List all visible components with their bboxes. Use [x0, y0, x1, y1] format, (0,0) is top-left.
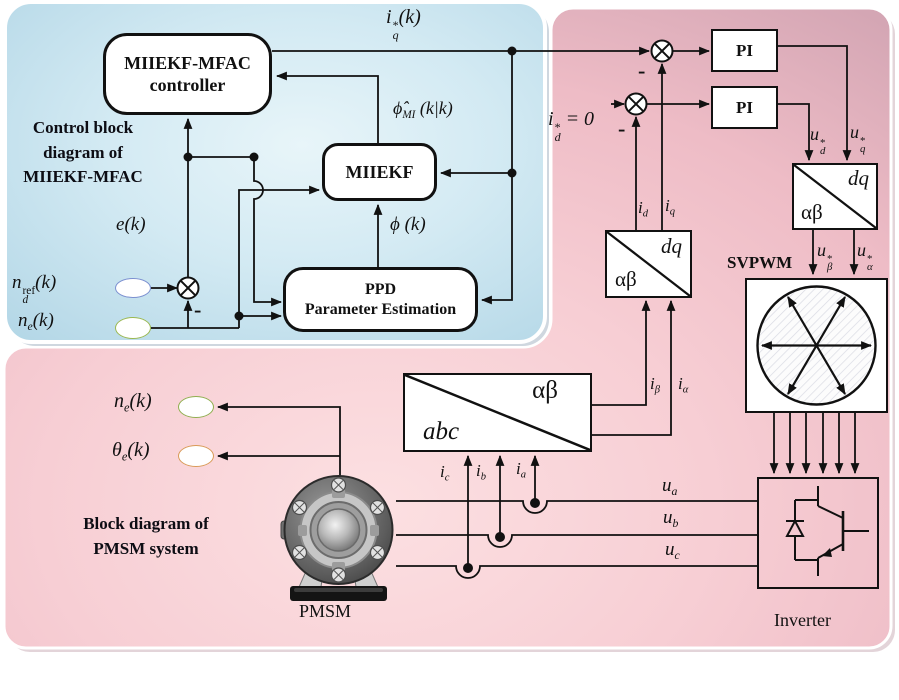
signal-iq-ref: i*q(k)	[386, 6, 421, 42]
pi-current-block: PI	[711, 86, 778, 129]
pi-speed-label: PI	[736, 40, 753, 60]
signal-ud-ref: u*d	[810, 124, 826, 158]
inverse-park-block: dq αβ	[792, 163, 878, 230]
signal-phi-hat: ϕ̂MI (k|k)	[393, 98, 453, 121]
axis-label-dq: dq	[661, 234, 682, 258]
pi-speed-block: PI	[711, 29, 778, 72]
block-diagonal	[794, 165, 876, 228]
pi-current-label: PI	[736, 97, 753, 117]
signal-ialpha: iα	[678, 374, 689, 396]
signal-id: id	[638, 198, 648, 220]
signal-ubeta-ref: u*β	[817, 240, 833, 274]
pmsm-label: PMSM	[299, 601, 352, 621]
signal-ub: ub	[663, 507, 679, 531]
angle-output-port	[178, 445, 214, 467]
caption-line: Control block	[32, 118, 134, 137]
mfac-controller-block: MIIEKF-MFAC controller	[103, 33, 272, 115]
inverter-label: Inverter	[774, 610, 831, 630]
controller-label-line2: controller	[149, 75, 226, 95]
axis-label-alphabeta: αβ	[801, 200, 823, 224]
pmsm-panel	[2, 6, 893, 650]
clarke-block: αβ abc	[403, 373, 592, 452]
speed-ref-port	[115, 278, 151, 298]
plant-panel-caption: Block diagram of PMSM system	[66, 512, 226, 561]
signal-angle-out: θe(k)	[112, 439, 150, 464]
ppd-label-line1: PPD	[364, 280, 397, 298]
miiekf-block: MIIEKF	[322, 143, 437, 201]
minus-sign-iq-junction: -	[638, 58, 646, 83]
signal-speed-out: ne(k)	[114, 390, 152, 415]
signal-phi: ϕ (k)	[390, 214, 426, 235]
minus-sign-speed-junction: -	[194, 297, 202, 322]
ppd-estimator-block: PPD Parameter Estimation	[283, 267, 478, 332]
caption-line: PMSM system	[93, 538, 199, 558]
signal-uc: uc	[665, 539, 680, 563]
axis-label-alphabeta: αβ	[532, 377, 558, 404]
signal-ibeta: iβ	[650, 374, 660, 396]
signal-ua: ua	[662, 475, 678, 499]
park-block: dq αβ	[605, 230, 692, 298]
signal-ualpha-ref: u*α	[857, 240, 873, 274]
controller-label-line1: MIIEKF-MFAC	[124, 52, 251, 73]
axis-label-abc: abc	[423, 418, 460, 445]
control-panel-caption: Control block diagram of MIIEKF-MFAC	[8, 116, 158, 190]
signal-id-ref: i*d = 0	[548, 108, 595, 144]
signal-iq: iq	[665, 196, 675, 218]
signal-ia: ia	[516, 459, 526, 481]
caption-line: Block diagram of	[83, 514, 209, 533]
block-diagonal	[607, 232, 690, 296]
inverter-block	[757, 477, 879, 589]
speed-feedback-port	[115, 317, 151, 339]
signal-ib: ib	[476, 461, 486, 483]
caption-line: MIIEKF-MFAC	[23, 167, 143, 187]
svpwm-label: SVPWM	[727, 253, 793, 272]
caption-line: diagram of	[43, 142, 123, 162]
signal-error: e(k)	[116, 214, 146, 235]
svpwm-block	[745, 278, 888, 413]
signal-speed-feedback: ne(k)	[18, 310, 54, 334]
axis-label-alphabeta: αβ	[615, 267, 637, 291]
signal-uq-ref: u*q	[850, 122, 866, 156]
block-diagonal	[405, 375, 590, 450]
signal-ic: ic	[440, 462, 450, 484]
speed-output-port	[178, 396, 214, 418]
axis-label-dq: dq	[848, 166, 869, 190]
minus-sign-id-junction: -	[618, 116, 626, 141]
miiekf-label: MIIEKF	[345, 161, 414, 182]
ppd-label-line2: Parameter Estimation	[304, 300, 457, 318]
